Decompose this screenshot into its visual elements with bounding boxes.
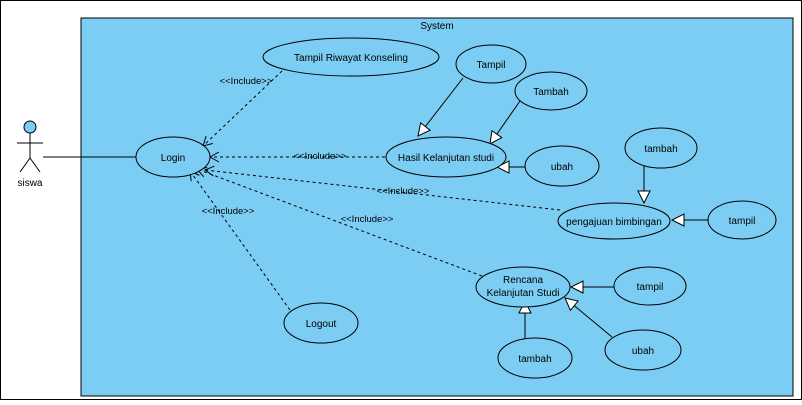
include-line-logout: [189, 170, 291, 311]
include-label-rencana: <<Include>>: [341, 214, 394, 225]
use-case-logout-label: Logout: [306, 319, 337, 330]
actor-right-leg: [29, 157, 41, 173]
use-case-hk-tampil[interactable]: Tampil: [455, 44, 527, 84]
use-case-pengajuan-shape: [557, 202, 671, 240]
use-case-pengajuan-label: pengajuan bimbingan: [566, 217, 662, 228]
use-case-pb-tampil-shape: [707, 200, 777, 240]
use-case-hk-tampil-shape: [455, 44, 527, 84]
use-case-rk-tambah-label: tambah: [518, 354, 551, 365]
use-case-tampil-riwayat-shape: [262, 37, 440, 77]
use-case-logout-shape: [283, 302, 359, 344]
include-label-riwayat: <<Include>>: [220, 76, 273, 87]
use-case-rencana-shape: [475, 266, 571, 308]
use-case-hk-tambah-label: Tambah: [533, 87, 569, 98]
use-case-rk-tampil-shape: [613, 266, 687, 306]
actor-name: siswa: [17, 178, 42, 189]
use-case-logout[interactable]: Logout: [283, 302, 359, 344]
generalization-hk-tampil: [417, 77, 464, 137]
use-case-hasil-kelanjutan[interactable]: Hasil Kelanjutan studi: [385, 136, 507, 178]
include-line-riwayat: [202, 70, 283, 147]
use-case-hasil-kelanjutan-label: Hasil Kelanjutan studi: [398, 153, 494, 164]
actor-head: [23, 120, 37, 134]
system-boundary: [80, 17, 794, 397]
include-line-rencana: [196, 166, 483, 277]
use-case-rk-ubah[interactable]: ubah: [604, 329, 682, 371]
use-case-tampil-riwayat-label: Tampil Riwayat Konseling: [294, 53, 408, 64]
system-label: System: [420, 21, 453, 32]
use-case-rencana-label-line1: Rencana: [503, 275, 543, 286]
use-case-rk-tambah[interactable]: tambah: [497, 337, 573, 379]
use-case-rencana-label-line2: Kelanjutan Studi: [487, 288, 560, 299]
use-case-rk-ubah-label: ubah: [632, 346, 654, 357]
use-case-hk-tampil-label: Tampil: [477, 60, 506, 71]
use-case-hk-tambah-shape: [514, 71, 588, 111]
use-case-hk-ubah-label: ubah: [551, 162, 573, 173]
use-case-rencana[interactable]: Rencana Kelanjutan Studi: [475, 266, 571, 308]
include-label-hasil: <<Include>>: [294, 151, 347, 162]
actor-left-leg: [19, 157, 31, 173]
use-case-rk-ubah-shape: [604, 329, 682, 371]
actor-siswa[interactable]: siswa: [17, 120, 43, 189]
use-case-hk-ubah-shape: [524, 145, 600, 187]
use-case-hasil-kelanjutan-shape: [385, 136, 507, 178]
use-case-login-label: Login: [161, 153, 185, 164]
use-case-rk-tampil[interactable]: tampil: [613, 266, 687, 306]
use-case-login-shape: [135, 136, 211, 178]
use-case-pb-tambah-label: tambah: [644, 144, 677, 155]
use-case-rk-tambah-shape: [497, 337, 573, 379]
use-case-pengajuan[interactable]: pengajuan bimbingan: [557, 202, 671, 240]
generalization-rk-ubah: [564, 297, 613, 338]
include-label-pengajuan: <<Include>>: [377, 186, 430, 197]
use-case-pb-tampil[interactable]: tampil: [707, 200, 777, 240]
use-case-pb-tampil-label: tampil: [729, 216, 756, 227]
use-case-hk-ubah[interactable]: ubah: [524, 145, 600, 187]
use-case-tampil-riwayat[interactable]: Tampil Riwayat Konseling: [262, 37, 440, 77]
use-case-hk-tambah[interactable]: Tambah: [514, 71, 588, 111]
use-case-pb-tambah[interactable]: tambah: [624, 127, 698, 169]
include-label-logout: <<Include>>: [202, 206, 255, 217]
use-case-pb-tambah-shape: [624, 127, 698, 169]
generalization-hk-tambah: [489, 100, 521, 145]
use-case-rk-tampil-label: tampil: [637, 282, 664, 293]
use-case-login[interactable]: Login: [135, 136, 211, 178]
